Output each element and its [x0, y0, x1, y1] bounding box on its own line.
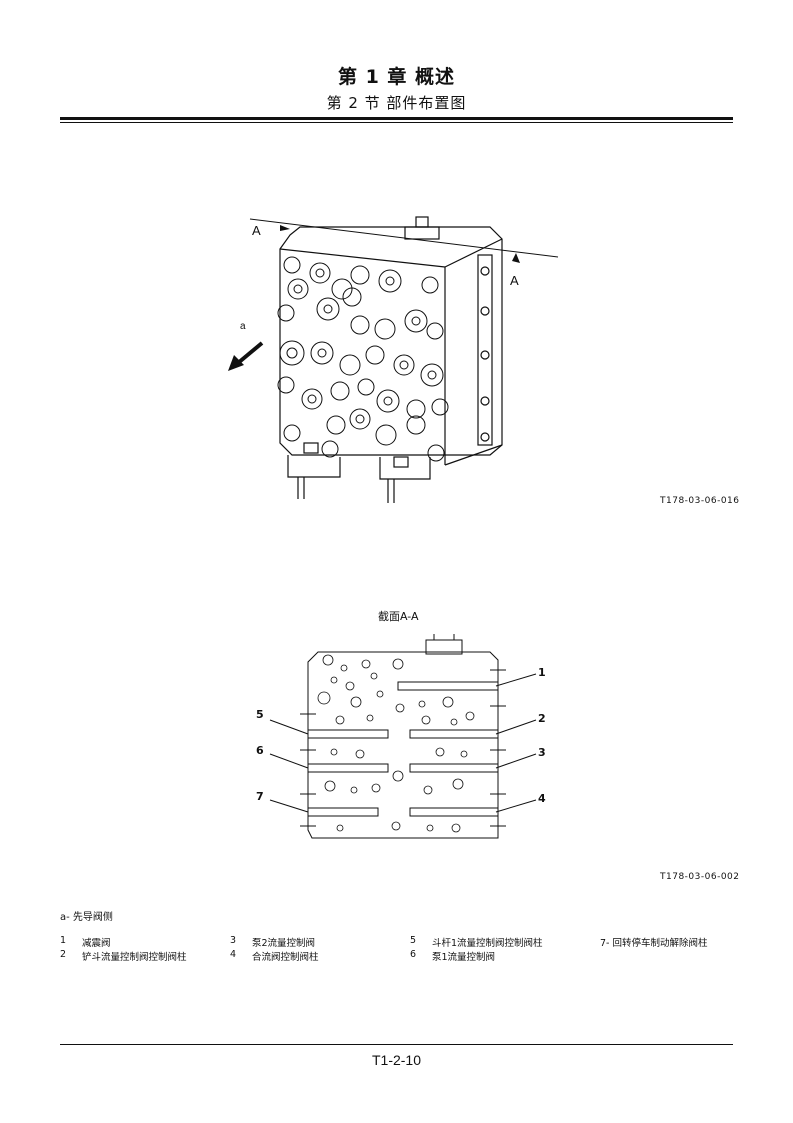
- legend-num: 2: [60, 949, 67, 960]
- page-number: T1-2-10: [371, 1052, 422, 1068]
- parts-legend: 1 减震阀 3 泵2流量控制阀 5 斗杆1流量控制阀控制阀柱 7- 回转停车制动…: [56, 935, 712, 963]
- footer-rule: [60, 1044, 733, 1045]
- chapter-title: 第 1 章 概述: [337, 66, 456, 88]
- figure2-title: 截面A-A: [378, 610, 419, 623]
- callout-5: 5: [256, 708, 264, 721]
- header-rule: [60, 117, 733, 120]
- legend-row: 1 减震阀 3 泵2流量控制阀 5 斗杆1流量控制阀控制阀柱 7- 回转停车制动…: [56, 935, 712, 949]
- valve-isometric-drawing: A A a: [228, 216, 559, 503]
- figure1-code: T178-03-06-016: [660, 496, 740, 506]
- section-aa-drawing: [269, 634, 537, 839]
- legend-num: 1: [60, 935, 67, 946]
- label-a: a: [240, 321, 246, 332]
- label-A-right: A: [510, 273, 519, 288]
- callout-4: 4: [538, 792, 546, 805]
- header-rule-thin: [60, 122, 733, 123]
- legend-text: 7- 回转停车制动解除阀柱: [600, 938, 708, 949]
- legend-num: 5: [410, 935, 417, 946]
- legend-text: 斗杆1流量控制阀控制阀柱: [432, 938, 543, 949]
- callout-7: 7: [256, 790, 264, 803]
- legend-num: 3: [230, 935, 237, 946]
- callout-3: 3: [538, 746, 546, 759]
- legend-num: 6: [410, 949, 417, 960]
- label-A-left: A: [252, 223, 261, 238]
- legend-text: 减震阀: [82, 938, 111, 949]
- callout-1: 1: [538, 666, 546, 679]
- pilot-side-note: a- 先导阀侧: [60, 912, 113, 923]
- legend-text: 泵1流量控制阀: [432, 952, 496, 963]
- legend-text: 泵2流量控制阀: [252, 938, 316, 949]
- legend-text: 合流阀控制阀柱: [252, 952, 319, 963]
- callout-2: 2: [538, 712, 546, 725]
- section-title: 第 2 节 部件布置图: [326, 94, 467, 112]
- callout-6: 6: [256, 744, 264, 757]
- legend-text: [596, 949, 712, 963]
- legend-text: 铲斗流量控制阀控制阀柱: [82, 952, 187, 963]
- legend-num: 4: [230, 949, 237, 960]
- legend-row: 2 铲斗流量控制阀控制阀柱 4 合流阀控制阀柱 6 泵1流量控制阀: [56, 949, 712, 963]
- figure2-code: T178-03-06-002: [660, 872, 740, 882]
